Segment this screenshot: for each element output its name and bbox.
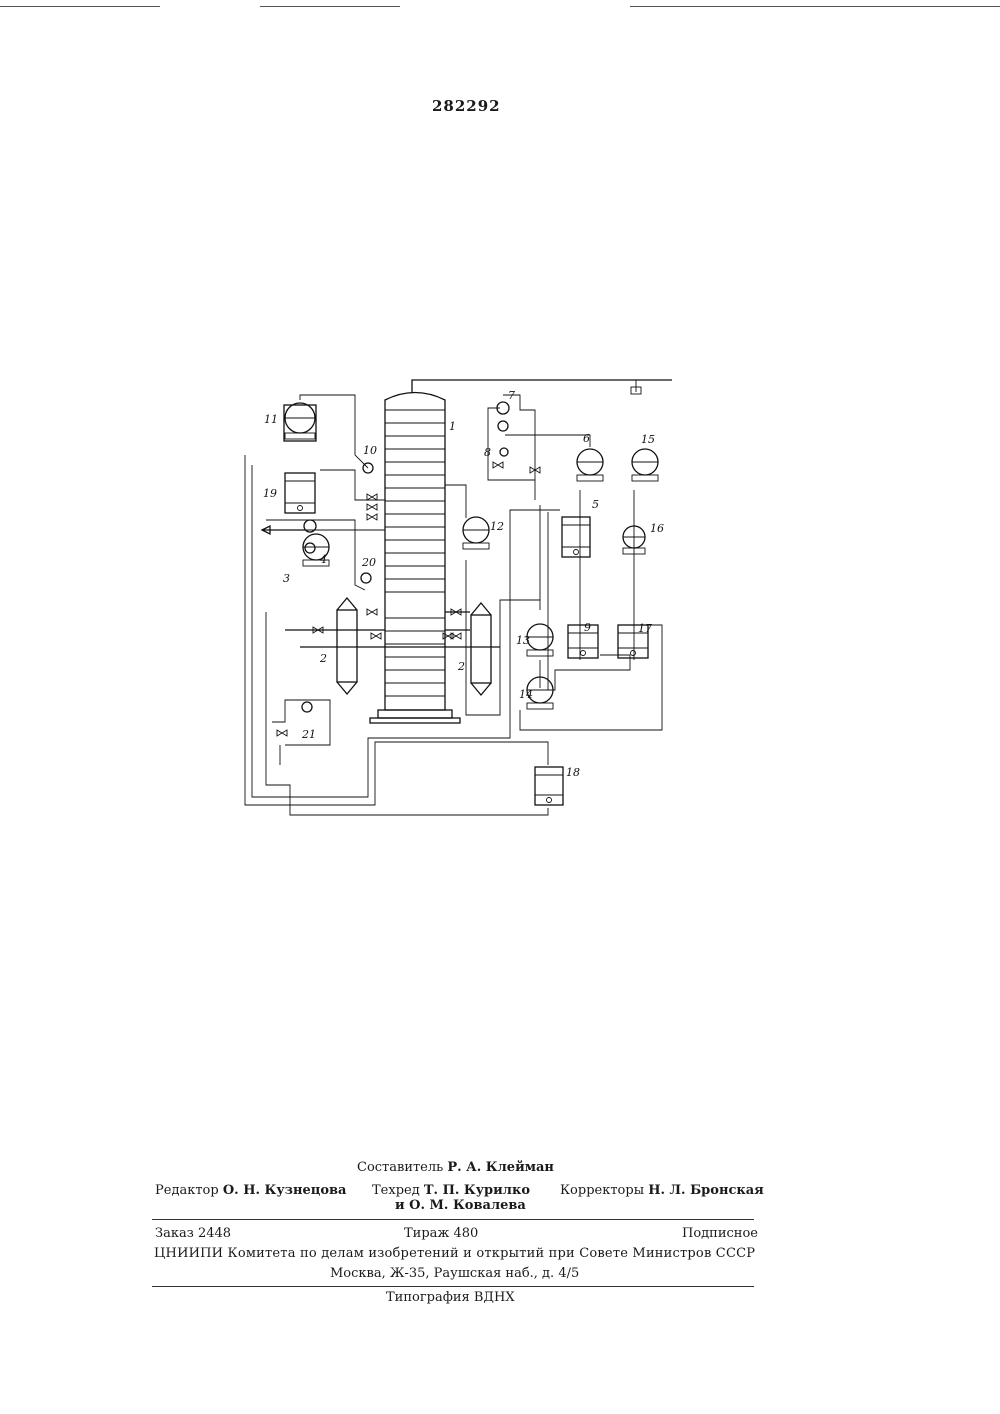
techred-line-2: и О. М. Ковалева: [395, 1198, 526, 1213]
sensor: [500, 448, 508, 456]
reboiler-left: [337, 598, 357, 694]
diagram-label: 7: [508, 389, 515, 402]
diagram-label: 4: [319, 553, 327, 566]
diagram-label: 6: [583, 432, 590, 445]
organization-line: ЦНИИПИ Комитета по делам изобретений и о…: [154, 1246, 755, 1261]
scan-edge-mark: [630, 6, 1000, 7]
circulation: Тираж 480: [404, 1226, 478, 1241]
process-diagram: 1223456789101112131415161718192021: [230, 355, 690, 830]
diagram-label: 21: [301, 728, 316, 741]
editor-label: Редактор: [155, 1183, 219, 1198]
printer-line: Типография ВДНХ: [386, 1290, 515, 1305]
diagram-label: 8: [484, 446, 491, 459]
diagram-label: 12: [490, 520, 504, 533]
diagram-label: 19: [263, 487, 277, 500]
valve: [367, 514, 377, 520]
sensor: [305, 543, 315, 553]
valve: [493, 462, 503, 468]
diagram-label: 5: [592, 498, 599, 511]
controller-box: [568, 625, 598, 658]
sensor: [361, 573, 371, 583]
recorder-frame: [284, 405, 316, 441]
diagram-label: 10: [363, 444, 377, 457]
valve: [367, 609, 377, 615]
editor-line: Редактор О. Н. Кузнецова: [155, 1183, 346, 1198]
valve: [371, 633, 381, 639]
diagram-label: 2: [319, 652, 327, 665]
instrument: [463, 517, 489, 549]
correctors-line: Корректоры Н. Л. Бронская: [560, 1183, 764, 1198]
instrument: [577, 449, 603, 481]
scan-edge-mark: [260, 6, 400, 7]
controller-box: [562, 517, 590, 557]
compiler-line: Составитель Р. А. Клейман: [357, 1160, 554, 1175]
distillation-column: [370, 393, 460, 724]
diagram-label: 3: [283, 572, 290, 585]
subscription: Подписное: [682, 1226, 758, 1241]
valve: [367, 494, 377, 500]
diagram-label: 20: [361, 556, 376, 569]
compiler-label: Составитель: [357, 1160, 443, 1175]
editor-name: О. Н. Кузнецова: [223, 1183, 347, 1198]
valve: [451, 633, 461, 639]
divider: [152, 1286, 754, 1287]
instrument: [527, 624, 553, 656]
correctors-name: Н. Л. Бронская: [648, 1183, 764, 1198]
diagram-label: 9: [584, 621, 591, 634]
instrument: [285, 403, 315, 439]
compiler-name: Р. А. Клейман: [447, 1160, 554, 1175]
reboiler-right: [471, 603, 491, 695]
diagram-label: 14: [519, 688, 533, 701]
order-number: Заказ 2448: [155, 1226, 231, 1241]
diagram-label: 17: [638, 622, 652, 635]
techred-line: Техред Т. П. Курилко: [372, 1183, 530, 1198]
techred-name-2: и О. М. Ковалева: [395, 1198, 526, 1213]
valve: [277, 730, 287, 736]
correctors-label: Корректоры: [560, 1183, 644, 1198]
controller-box: [535, 767, 563, 805]
scan-edge-mark: [0, 6, 160, 7]
sensor: [498, 421, 508, 431]
valve: [367, 504, 377, 510]
controller-box: [285, 473, 315, 513]
instrument: [632, 449, 658, 481]
patent-number: 282292: [432, 97, 501, 115]
diagram-label: 2: [457, 660, 465, 673]
diagram-label: 13: [516, 634, 530, 647]
diagram-label: 16: [650, 522, 664, 535]
address-line: Москва, Ж-35, Раушская наб., д. 4/5: [330, 1266, 579, 1281]
diagram-label: 1: [449, 420, 456, 433]
techred-label: Техред: [372, 1183, 420, 1198]
diagram-label: 11: [264, 413, 278, 426]
sensor: [302, 702, 312, 712]
divider: [152, 1219, 754, 1220]
diagram-label: 18: [566, 766, 580, 779]
diagram-label: 15: [641, 433, 655, 446]
techred-name-1: Т. П. Курилко: [424, 1183, 530, 1198]
